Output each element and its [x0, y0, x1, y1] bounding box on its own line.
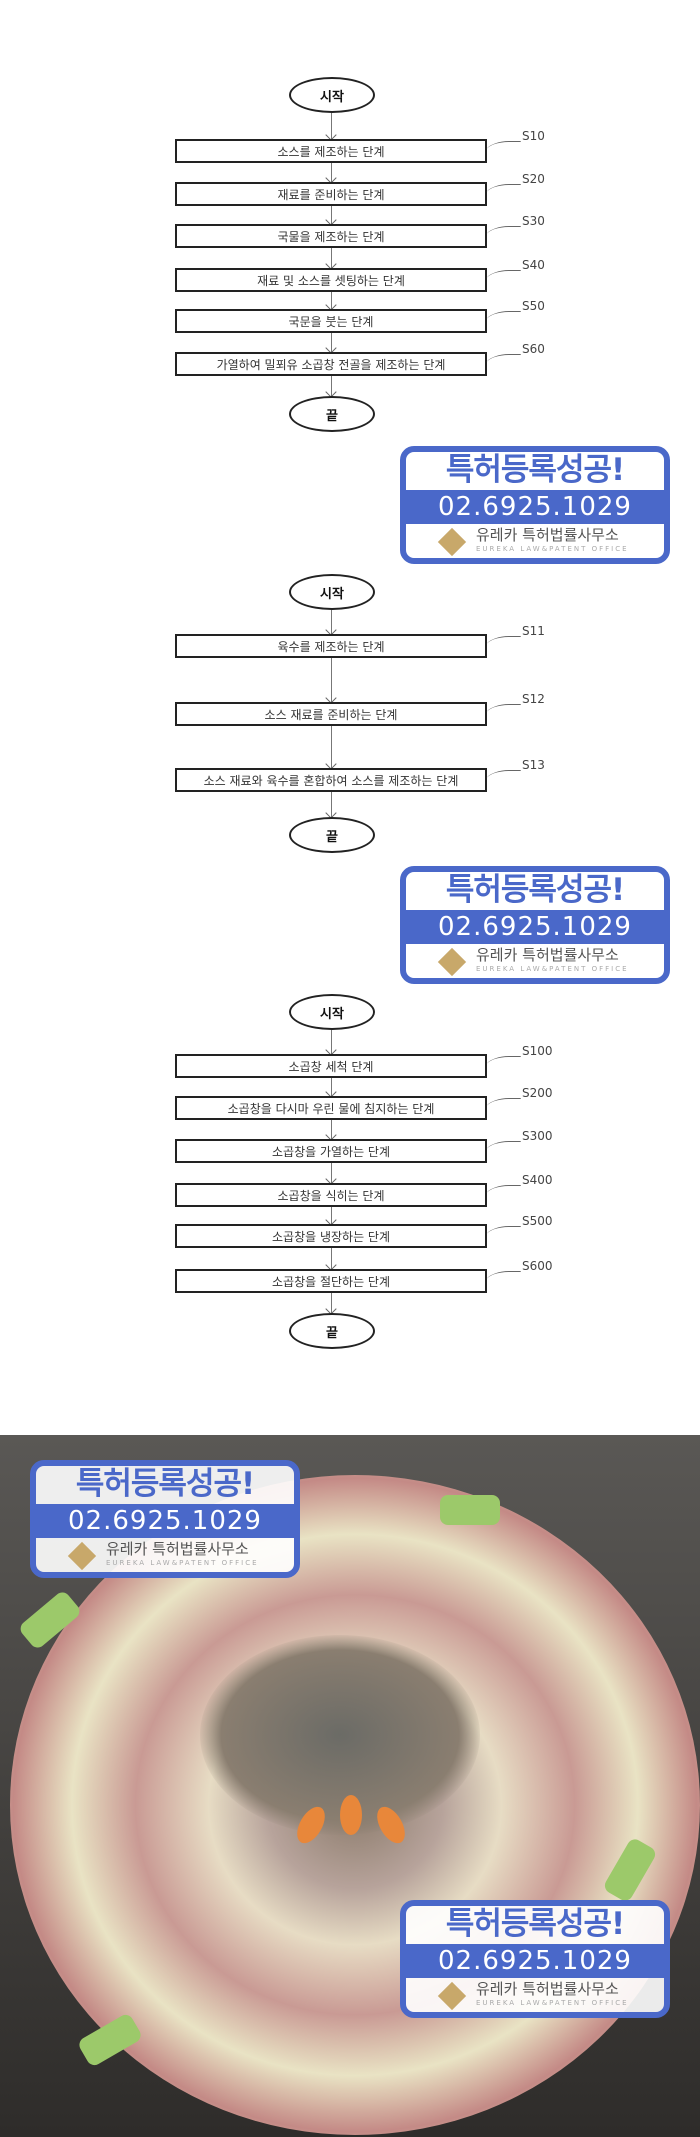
- patent-stamp: 특허등록성공!02.6925.1029 유레카 특허법률사무소EUREKA LAW…: [400, 1900, 670, 2018]
- process-step: 소곱창 세척 단계: [175, 1054, 487, 1078]
- process-step: 소스 재료와 육수를 혼합하여 소스를 제조하는 단계: [175, 768, 487, 792]
- step-leader-line: [483, 1226, 521, 1240]
- step-leader-line: [483, 226, 521, 240]
- flow-arrow: [331, 1207, 332, 1224]
- firm-logo-icon: [438, 528, 466, 556]
- carrot: [340, 1795, 362, 1835]
- process-step: 국문을 붓는 단계: [175, 309, 487, 333]
- process-step: 소곱창을 식히는 단계: [175, 1183, 487, 1207]
- stamp-phone: 02.6925.1029: [404, 910, 666, 944]
- flow-arrow: [331, 1293, 332, 1313]
- step-code: S10: [522, 129, 545, 143]
- end-terminal: 끝: [289, 396, 375, 432]
- flow-arrow: [331, 248, 332, 268]
- firm-logo-icon: [438, 1982, 466, 2010]
- flow-arrow: [331, 376, 332, 396]
- flow-arrow: [331, 726, 332, 768]
- step-code: S13: [522, 758, 545, 772]
- process-step: 소곱창을 다시마 우린 물에 침지하는 단계: [175, 1096, 487, 1120]
- flow-arrow: [331, 1163, 332, 1183]
- flow-arrow: [331, 1030, 332, 1054]
- process-step: 육수를 제조하는 단계: [175, 634, 487, 658]
- stamp-headline: 특허등록성공!: [406, 1906, 664, 1942]
- step-code: S400: [522, 1173, 553, 1187]
- start-terminal: 시작: [289, 574, 375, 610]
- step-code: S20: [522, 172, 545, 186]
- stamp-phone: 02.6925.1029: [404, 490, 666, 524]
- patent-stamp: 특허등록성공!02.6925.1029 유레카 특허법률사무소EUREKA LAW…: [30, 1460, 300, 1578]
- step-code: S200: [522, 1086, 553, 1100]
- stamp-firm-en: EUREKA LAW&PATENT OFFICE: [476, 1999, 629, 2008]
- flow-arrow: [331, 1078, 332, 1096]
- step-code: S11: [522, 624, 545, 638]
- start-terminal: 시작: [289, 77, 375, 113]
- process-step: 국물을 제조하는 단계: [175, 224, 487, 248]
- step-leader-line: [483, 311, 521, 325]
- stamp-firm-en: EUREKA LAW&PATENT OFFICE: [476, 965, 629, 974]
- step-leader-line: [483, 1185, 521, 1199]
- step-leader-line: [483, 270, 521, 284]
- step-leader-line: [483, 184, 521, 198]
- stamp-firm: 유레카 특허법률사무소: [476, 946, 619, 964]
- step-code: S30: [522, 214, 545, 228]
- step-code: S500: [522, 1214, 553, 1228]
- step-leader-line: [483, 1098, 521, 1112]
- step-code: S60: [522, 342, 545, 356]
- leek: [440, 1495, 500, 1525]
- patent-stamp: 특허등록성공!02.6925.1029 유레카 특허법률사무소EUREKA LAW…: [400, 866, 670, 984]
- stamp-firm-en: EUREKA LAW&PATENT OFFICE: [106, 1559, 259, 1568]
- hotpot-center: [200, 1635, 480, 1835]
- flow-arrow: [331, 658, 332, 702]
- stamp-firm: 유레카 특허법률사무소: [476, 1980, 619, 1998]
- flow-arrow: [331, 206, 332, 224]
- flow-arrow: [331, 792, 332, 817]
- process-step: 소스 재료를 준비하는 단계: [175, 702, 487, 726]
- process-step: 소곱창을 절단하는 단계: [175, 1269, 487, 1293]
- process-step: 가열하여 밀푀유 소곱창 전골을 제조하는 단계: [175, 352, 487, 376]
- stamp-firm: 유레카 특허법률사무소: [106, 1540, 249, 1558]
- step-leader-line: [483, 1271, 521, 1285]
- step-leader-line: [483, 636, 521, 650]
- flow-arrow: [331, 113, 332, 139]
- stamp-firm: 유레카 특허법률사무소: [476, 526, 619, 544]
- flow-arrow: [331, 610, 332, 634]
- step-code: S40: [522, 258, 545, 272]
- process-step: 소곱창을 냉장하는 단계: [175, 1224, 487, 1248]
- step-leader-line: [483, 354, 521, 368]
- stamp-headline: 특허등록성공!: [36, 1466, 294, 1502]
- patent-stamp: 특허등록성공!02.6925.1029 유레카 특허법률사무소EUREKA LAW…: [400, 446, 670, 564]
- stamp-firm-en: EUREKA LAW&PATENT OFFICE: [476, 545, 629, 554]
- process-step: 재료 및 소스를 셋팅하는 단계: [175, 268, 487, 292]
- step-code: S300: [522, 1129, 553, 1143]
- step-leader-line: [483, 1056, 521, 1070]
- process-step: 소곱창을 가열하는 단계: [175, 1139, 487, 1163]
- step-leader-line: [483, 1141, 521, 1155]
- step-code: S50: [522, 299, 545, 313]
- step-leader-line: [483, 141, 521, 155]
- flow-arrow: [331, 292, 332, 309]
- flow-arrow: [331, 333, 332, 352]
- step-code: S12: [522, 692, 545, 706]
- step-leader-line: [483, 770, 521, 784]
- flow-arrow: [331, 1248, 332, 1269]
- end-terminal: 끝: [289, 1313, 375, 1349]
- end-terminal: 끝: [289, 817, 375, 853]
- step-leader-line: [483, 704, 521, 718]
- flow-arrow: [331, 163, 332, 182]
- step-code: S100: [522, 1044, 553, 1058]
- flow-arrow: [331, 1120, 332, 1139]
- step-code: S600: [522, 1259, 553, 1273]
- stamp-headline: 특허등록성공!: [406, 452, 664, 488]
- start-terminal: 시작: [289, 994, 375, 1030]
- stamp-phone: 02.6925.1029: [34, 1504, 296, 1538]
- process-step: 소스를 제조하는 단계: [175, 139, 487, 163]
- firm-logo-icon: [68, 1542, 96, 1570]
- firm-logo-icon: [438, 948, 466, 976]
- stamp-phone: 02.6925.1029: [404, 1944, 666, 1978]
- process-step: 재료를 준비하는 단계: [175, 182, 487, 206]
- stamp-headline: 특허등록성공!: [406, 872, 664, 908]
